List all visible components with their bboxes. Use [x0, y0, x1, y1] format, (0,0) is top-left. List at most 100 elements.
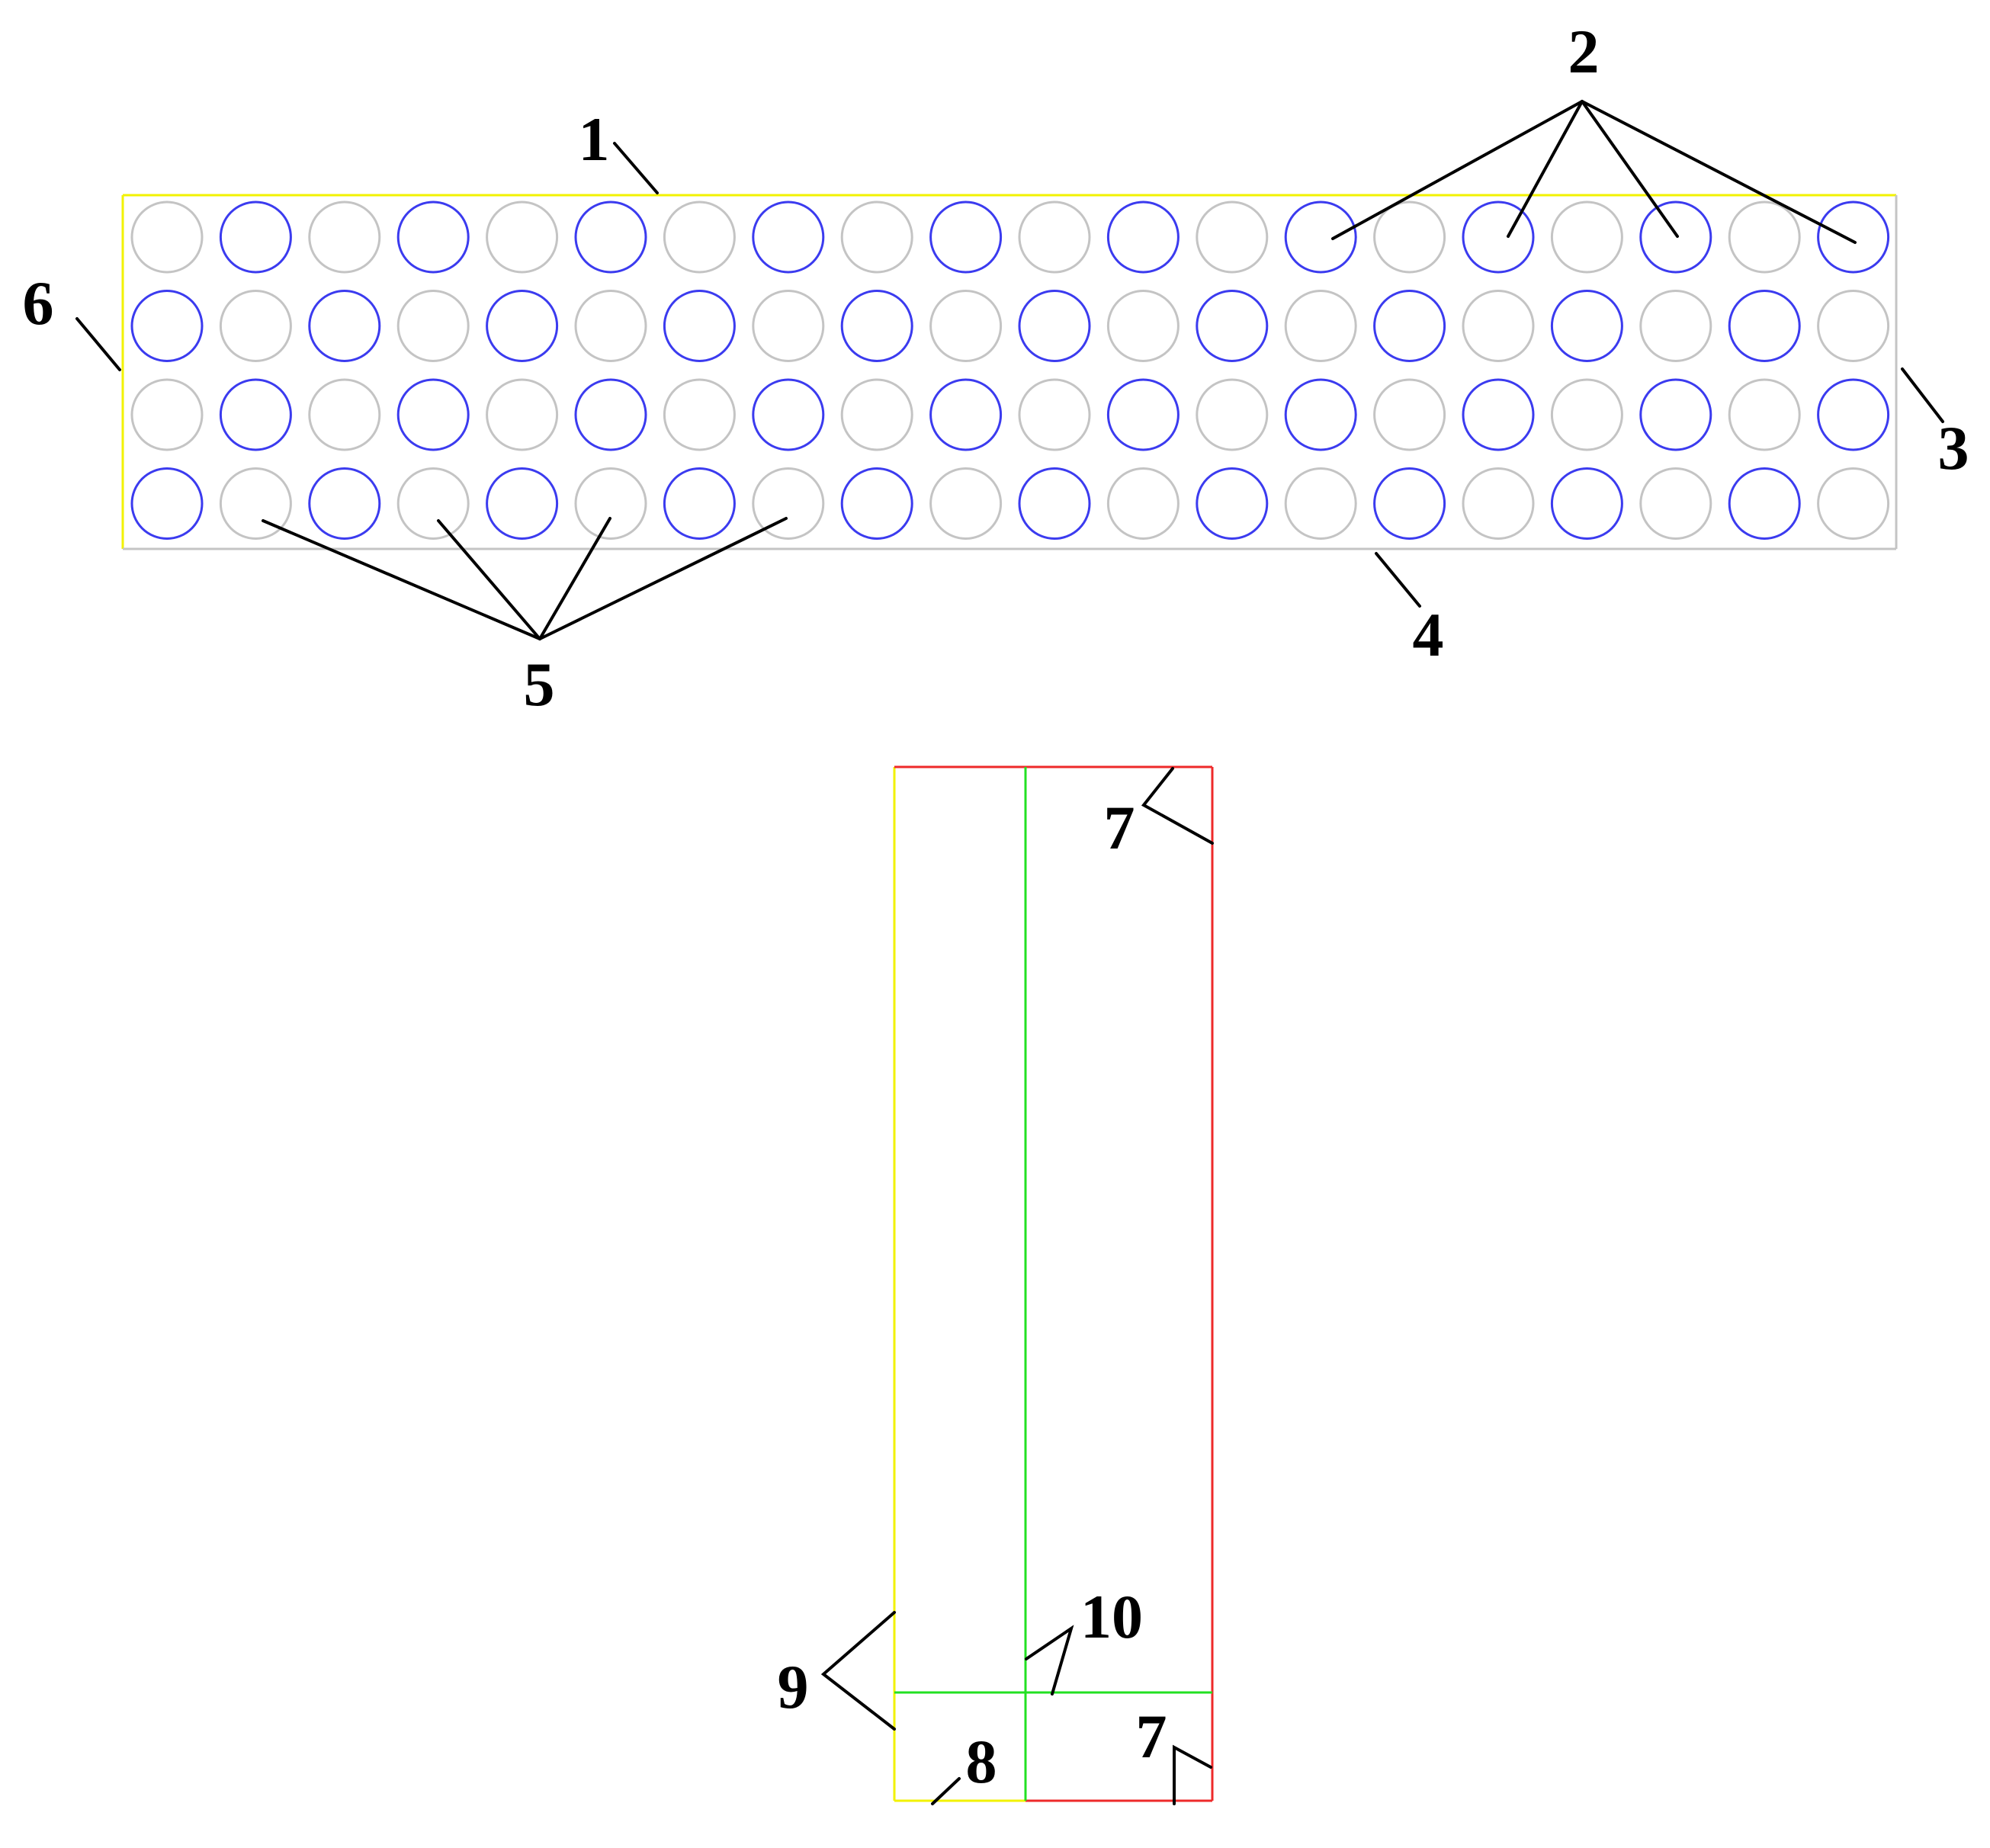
hole-gray: [486, 201, 559, 274]
hole-gray: [1373, 201, 1446, 274]
hole-blue: [1106, 378, 1180, 451]
section-view: [893, 765, 1214, 1802]
hole-gray: [929, 290, 1003, 362]
leader-lines: [75, 100, 1944, 1805]
label-7-top: 7: [1104, 793, 1135, 862]
label-9: 9: [778, 1652, 809, 1721]
reference-labels: 1 2 3 4 5 6 7 7 8 9 10: [23, 17, 1969, 1796]
hole-gray: [1196, 201, 1269, 274]
label-2: 2: [1568, 17, 1600, 86]
hole-gray: [219, 467, 292, 540]
hole-blue: [130, 467, 204, 540]
hole-gray: [1462, 290, 1535, 362]
hole-gray: [396, 467, 470, 540]
hole-blue: [929, 378, 1003, 451]
hole-gray: [219, 290, 292, 362]
leader-2b: [1507, 100, 1584, 238]
hole-gray: [1728, 201, 1801, 274]
leader-1: [613, 142, 659, 194]
hole-blue: [1639, 378, 1712, 451]
hole-gray: [1018, 378, 1091, 451]
label-4: 4: [1413, 600, 1444, 669]
hole-blue: [1728, 467, 1801, 540]
leader-3: [1901, 367, 1944, 423]
hole-blue: [663, 467, 736, 540]
hole-blue: [1462, 378, 1535, 451]
hole-blue: [574, 378, 647, 451]
hole-gray: [486, 378, 559, 451]
label-3: 3: [1938, 413, 1969, 483]
hole-gray: [574, 467, 647, 540]
leader-6: [75, 317, 121, 371]
hole-blue: [752, 201, 825, 274]
hole-gray: [1284, 467, 1357, 540]
hole-blue: [1728, 290, 1801, 362]
hole-blue: [752, 378, 825, 451]
hole-blue: [1284, 201, 1357, 274]
hole-blue: [1284, 378, 1357, 451]
leader-9: [820, 1611, 896, 1731]
hole-blue: [1373, 467, 1446, 540]
leader-8: [931, 1777, 961, 1805]
hole-blue: [396, 201, 470, 274]
hole-gray: [1639, 290, 1712, 362]
hole-blue: [1018, 467, 1091, 540]
hole-blue: [1817, 378, 1890, 451]
leader-2c: [1581, 100, 1679, 238]
hole-blue: [929, 201, 1003, 274]
hole-gray: [1462, 467, 1535, 540]
leader-10: [1025, 1625, 1074, 1696]
hole-gray: [130, 201, 204, 274]
hole-blue: [396, 378, 470, 451]
hole-grid: [130, 201, 1890, 540]
hole-gray: [308, 201, 381, 274]
plate-top-view: [121, 194, 1898, 550]
hole-blue: [840, 467, 913, 540]
hole-gray: [840, 378, 913, 451]
label-1: 1: [579, 104, 610, 174]
hole-gray: [929, 467, 1003, 540]
hole-blue: [486, 467, 559, 540]
hole-gray: [1196, 378, 1269, 451]
hole-blue: [219, 378, 292, 451]
hole-blue: [1018, 290, 1091, 362]
hole-gray: [840, 201, 913, 274]
label-6: 6: [23, 268, 54, 338]
hole-gray: [1106, 467, 1180, 540]
leader-5c: [538, 517, 611, 640]
hole-gray: [1817, 290, 1890, 362]
hole-blue: [1462, 201, 1535, 274]
leader-2a: [1331, 100, 1584, 240]
hole-blue: [1550, 467, 1623, 540]
hole-gray: [308, 378, 381, 451]
hole-gray: [574, 290, 647, 362]
label-7-bottom: 7: [1136, 1702, 1167, 1771]
leader-2d: [1581, 100, 1857, 244]
hole-blue: [219, 201, 292, 274]
hole-gray: [1550, 378, 1623, 451]
hole-gray: [752, 290, 825, 362]
label-5: 5: [524, 650, 555, 719]
hole-blue: [1639, 201, 1712, 274]
hole-gray: [396, 290, 470, 362]
hole-blue: [308, 467, 381, 540]
hole-blue: [1373, 290, 1446, 362]
hole-gray: [1817, 467, 1890, 540]
hole-gray: [663, 201, 736, 274]
leader-7-bottom: [1173, 1744, 1212, 1805]
hole-blue: [1106, 201, 1180, 274]
hole-gray: [752, 467, 825, 540]
hole-gray: [1106, 290, 1180, 362]
hole-gray: [663, 378, 736, 451]
hole-blue: [130, 290, 204, 362]
leader-7-top: [1141, 767, 1214, 845]
label-10: 10: [1080, 1582, 1143, 1651]
hole-gray: [1018, 201, 1091, 274]
leader-5b: [437, 519, 541, 640]
hole-blue: [1196, 467, 1269, 540]
hole-blue: [1550, 290, 1623, 362]
hole-blue: [840, 290, 913, 362]
hole-blue: [308, 290, 381, 362]
hole-gray: [1284, 290, 1357, 362]
